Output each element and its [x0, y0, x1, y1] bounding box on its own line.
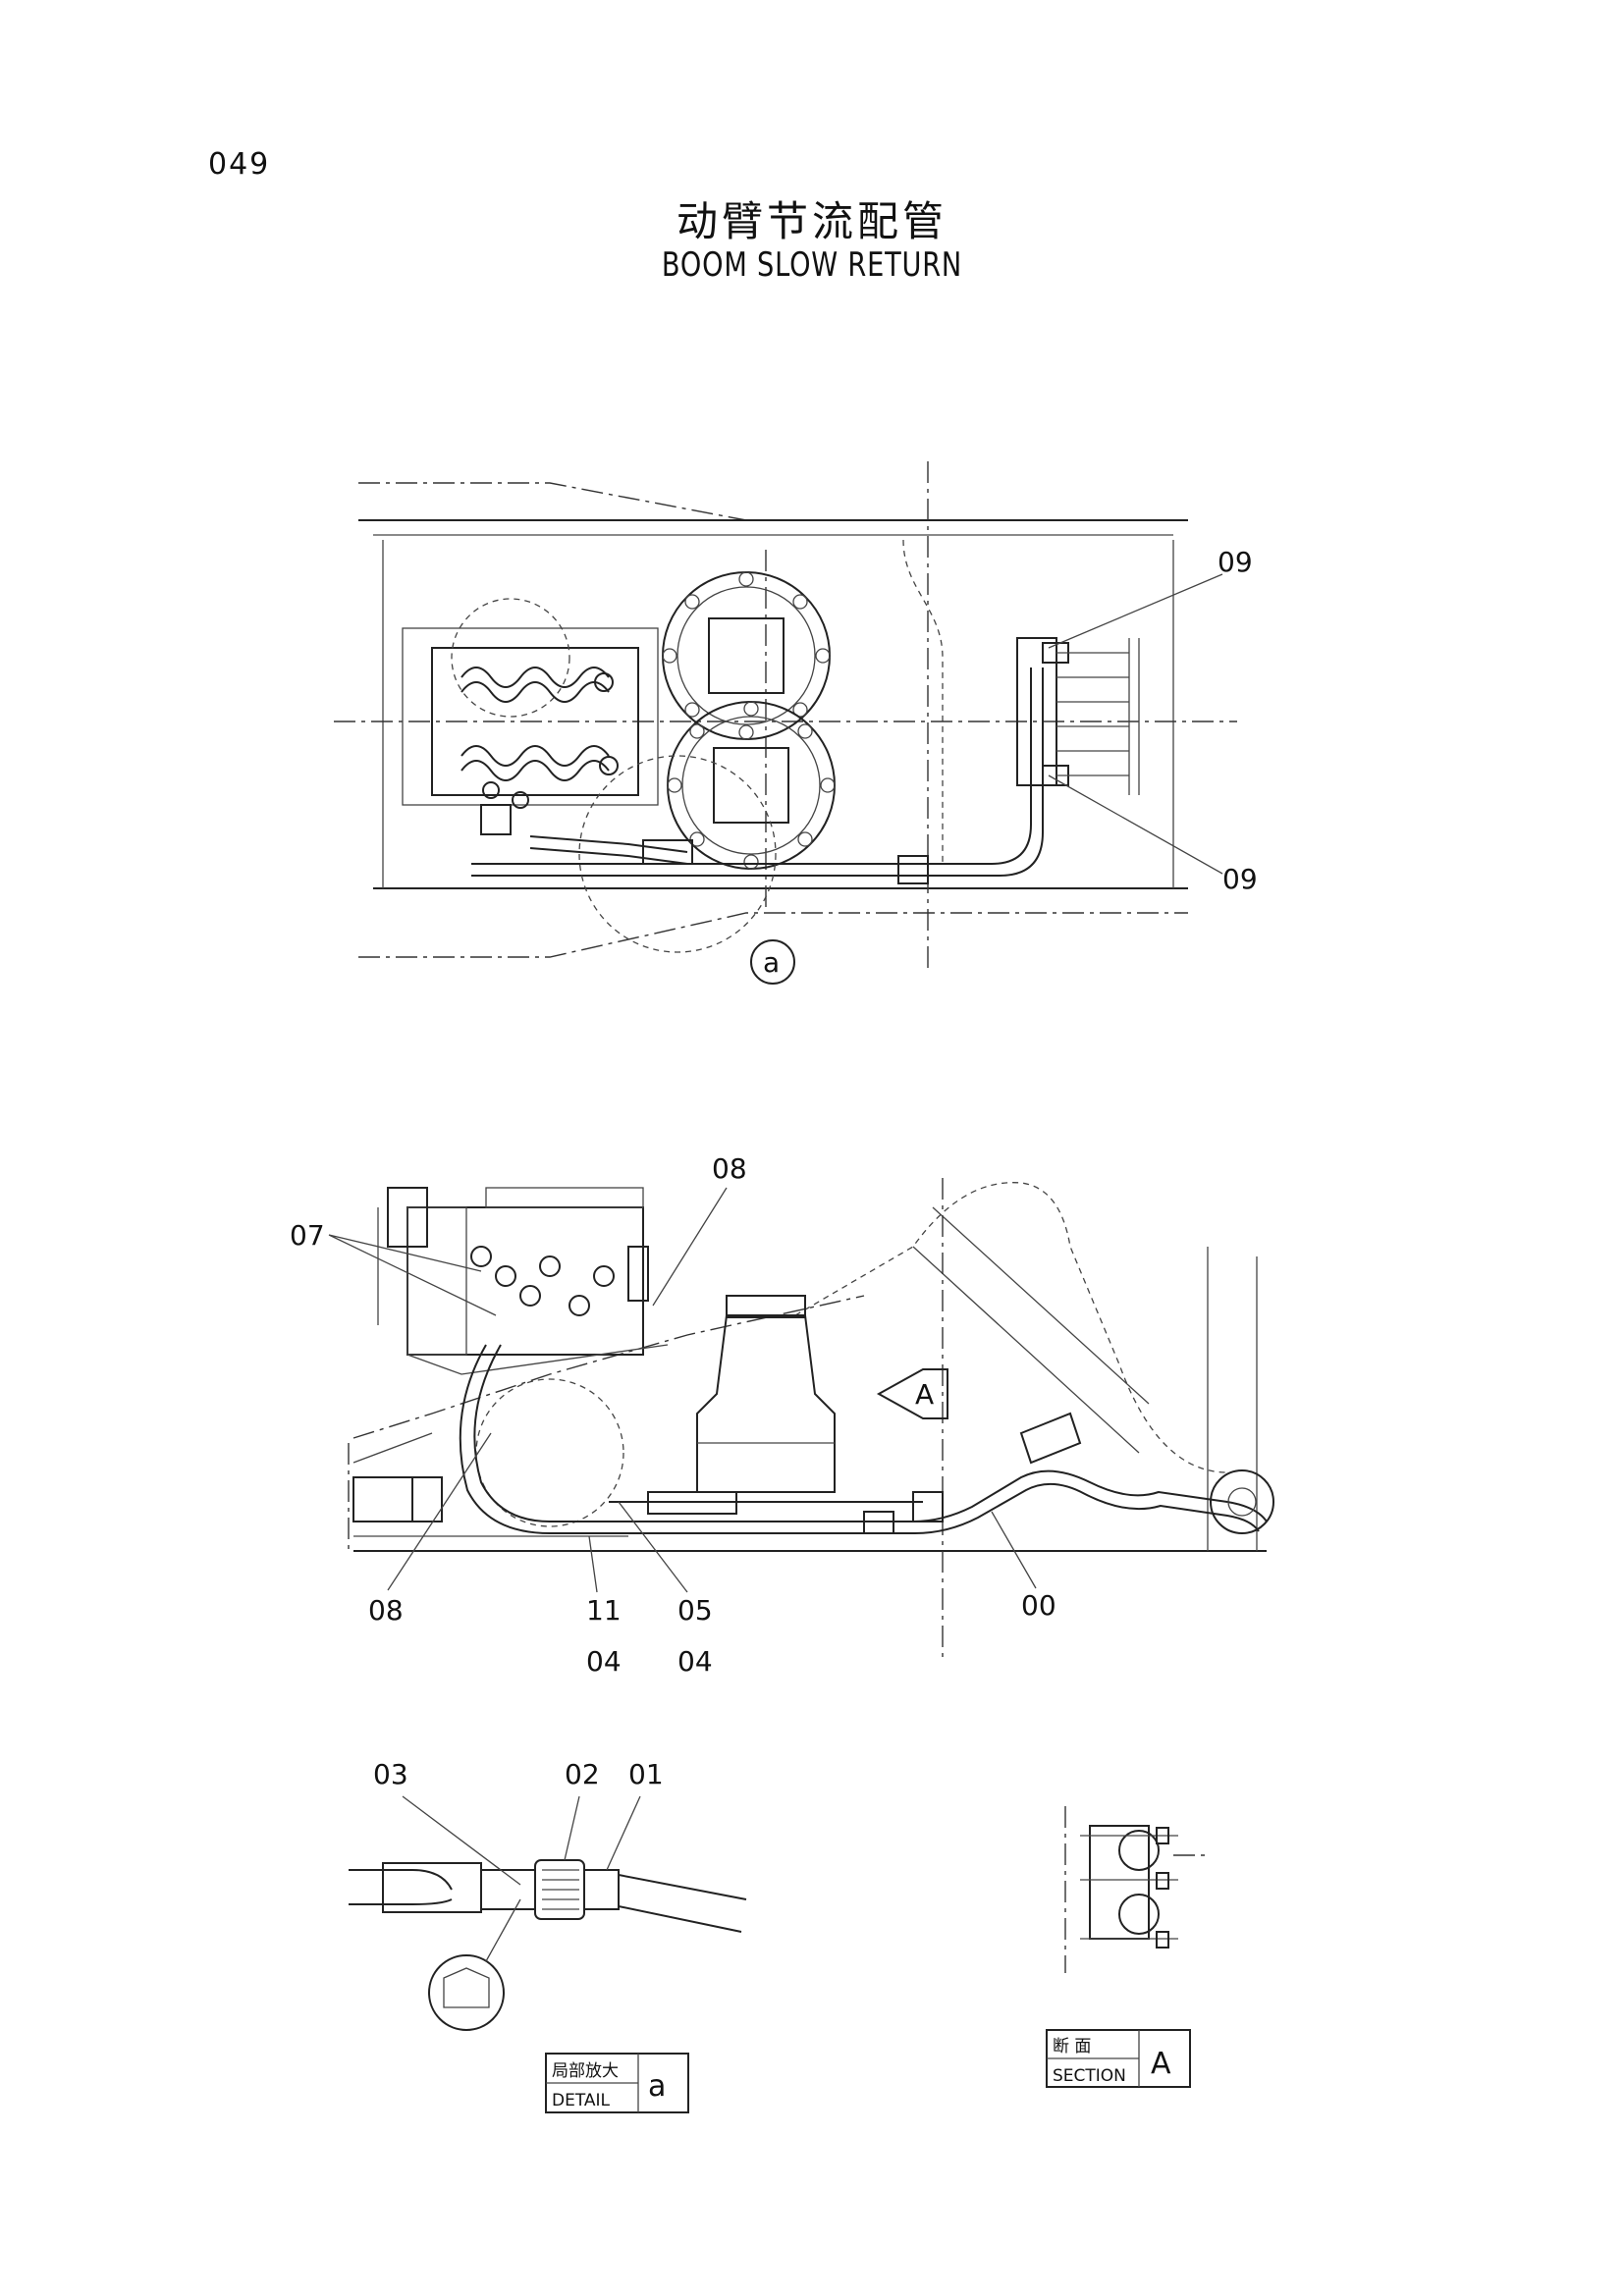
callout-02: 02 [565, 1758, 600, 1790]
callout-05: 05 [677, 1594, 713, 1627]
detail-label-cn: 局部放大 [552, 2061, 619, 2081]
swing-motor-side [696, 1295, 836, 1493]
page-title-chinese: 动臂节流配管 [676, 197, 947, 245]
detail-label-en: DETAIL [552, 2091, 611, 2110]
control-valve-top [402, 598, 659, 835]
swing-motor-upper [662, 571, 831, 740]
section-a-arrow-label: A [915, 1378, 934, 1411]
section-a-arrow [876, 1368, 948, 1419]
page-number: 049 [208, 147, 271, 182]
callout-08-upper: 08 [712, 1152, 747, 1185]
section-title-box: 断 面 SECTION A [1046, 2029, 1191, 2088]
side-elevation-view: A 08 07 08 11 04 05 04 00 [290, 1152, 1274, 1678]
control-valve-side [377, 1187, 669, 1375]
fitting-block-right [1016, 637, 1140, 795]
section-label-cn: 断 面 [1053, 2037, 1091, 2056]
page-title-english: BOOM SLOW RETURN [661, 245, 963, 285]
callout-01: 01 [628, 1758, 664, 1790]
callout-04-right: 04 [677, 1645, 713, 1678]
callout-00: 00 [1021, 1589, 1056, 1622]
detail-title-box: 局部放大 DETAIL a [545, 2053, 689, 2113]
callout-07: 07 [290, 1219, 325, 1252]
boom-foot-outline [794, 1182, 1228, 1473]
callout-03: 03 [373, 1758, 408, 1790]
boom-pin [1210, 1469, 1274, 1534]
section-marker-label: A [1151, 2047, 1171, 2081]
section-a-view: 断 面 SECTION A [1046, 1806, 1208, 2088]
slow-return-hose-top [471, 667, 1032, 865]
callout-09-lower: 09 [1222, 863, 1258, 895]
section-label-en: SECTION [1053, 2066, 1126, 2086]
callout-11: 11 [586, 1594, 622, 1627]
o-ring-detail-circle [428, 1954, 505, 2031]
callout-08-lower: 08 [368, 1594, 404, 1627]
detail-marker-label: a [648, 2069, 666, 2104]
slow-return-hose-side [473, 1344, 1268, 1522]
fitting-01 [583, 1869, 620, 1910]
detail-a-circle [578, 755, 777, 953]
frame-edge-top [358, 482, 1188, 521]
detail-a-view: 03 02 01 局部放大 DETAIL a [349, 1758, 747, 2113]
top-plan-view: a 09 09 [334, 461, 1258, 985]
callout-09-upper: 09 [1218, 546, 1253, 578]
detail-a-marker-label: a [763, 946, 780, 979]
callout-04-left: 04 [586, 1645, 622, 1678]
detail-a-marker [750, 939, 795, 985]
frame-edge-bottom [358, 912, 1188, 958]
swing-motor-lower [667, 701, 836, 870]
